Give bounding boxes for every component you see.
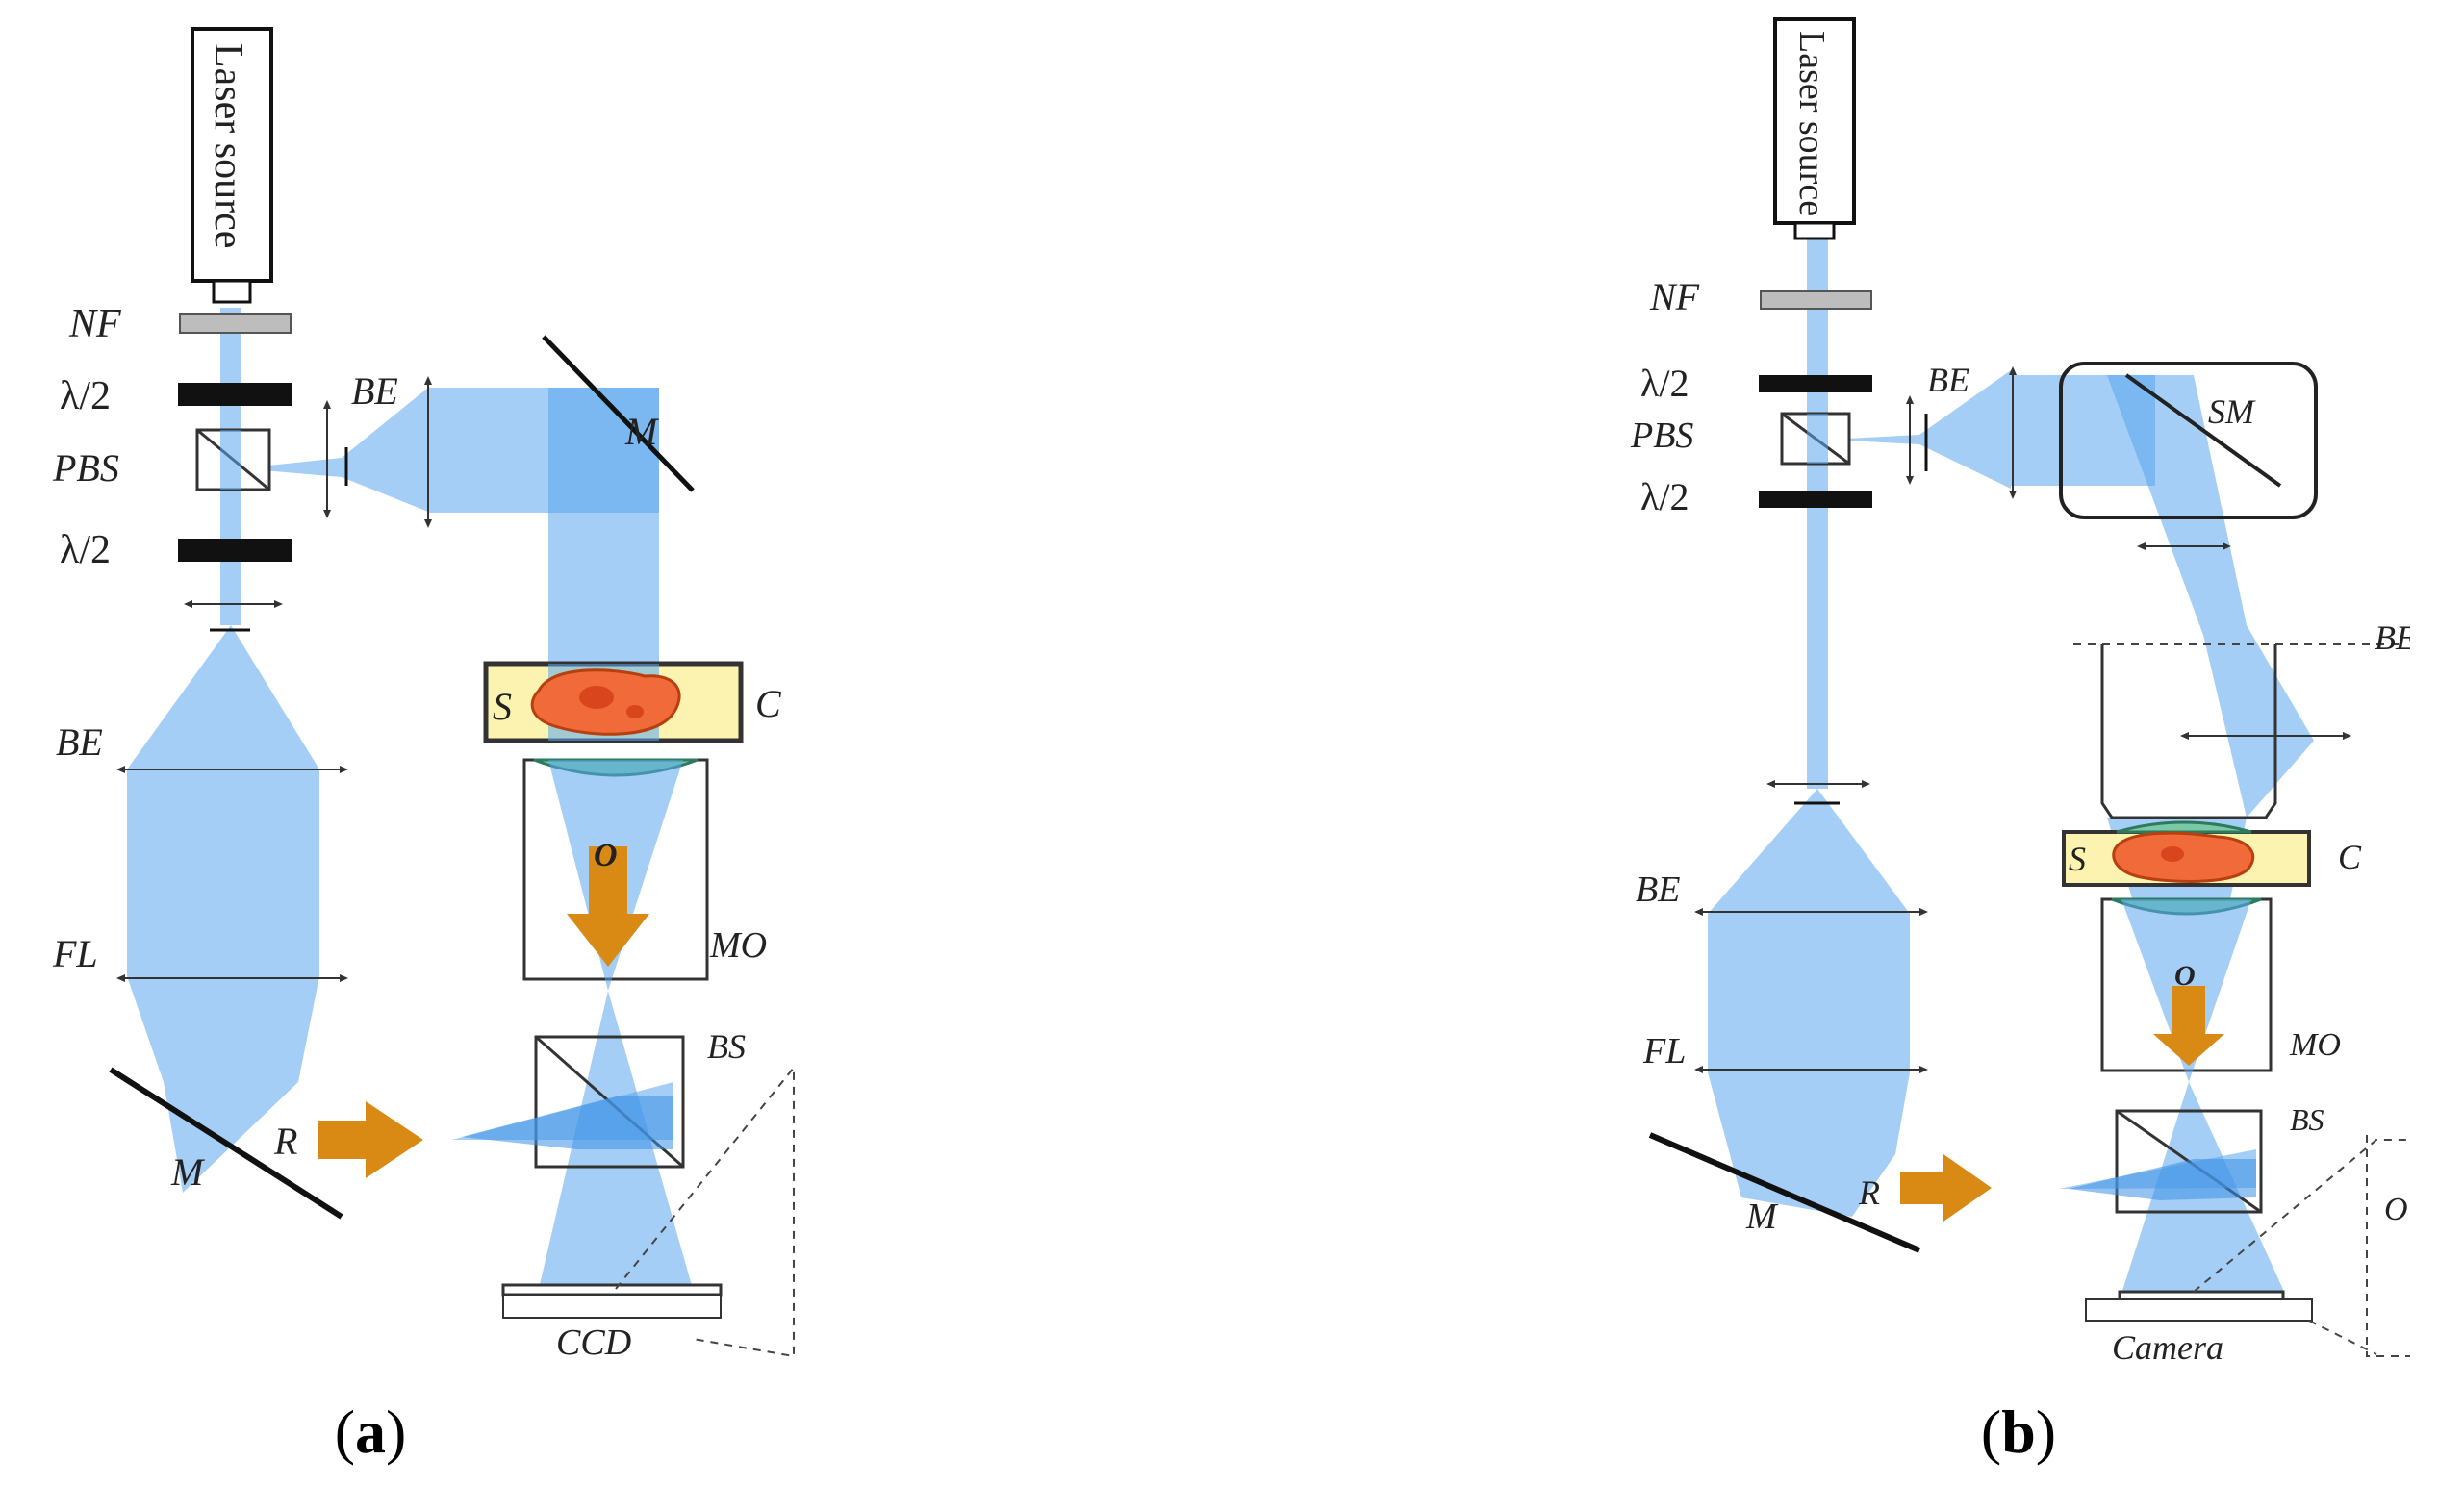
object-beam-arrow-a <box>567 846 649 967</box>
nf-filter-a <box>179 313 292 334</box>
laser-source-a <box>191 27 273 283</box>
beam-splitter-a <box>534 1035 685 1169</box>
laser-source-label-b: Laser source <box>1791 31 1832 216</box>
half-wave-label-bottom-a: λ/2 <box>60 528 111 572</box>
reference-beam-label-a: R <box>273 1120 297 1163</box>
objective-label-b: MO <box>2289 1027 2341 1063</box>
camera-label-b: Camera <box>2112 1328 2223 1367</box>
chamber-label-a: C <box>755 682 782 725</box>
condenser-b <box>2100 644 2277 819</box>
panel-a: Laser source NF λ/2 PBS λ/2 BE M S C O M… <box>52 27 795 1466</box>
laser-source-label-a: Laser source <box>206 43 250 248</box>
nf-label-b: NF <box>1649 275 1700 318</box>
pbs-label-b: PBS <box>1630 416 1693 456</box>
scanning-mirror-box-b <box>2059 362 2318 519</box>
object-beam-label-b: O <box>2174 960 2196 992</box>
fl-label-b: FL <box>1642 1031 1686 1071</box>
be-left-label-a: BE <box>56 720 103 764</box>
half-wave-label-top-a: λ/2 <box>60 374 111 418</box>
beam-splitter-b <box>2115 1109 2263 1214</box>
fl-label-a: FL <box>52 932 98 975</box>
half-wave-plate-bottom-b <box>1759 491 1872 508</box>
nf-filter-b <box>1760 290 1872 310</box>
sample-label-a: S <box>493 685 512 728</box>
half-wave-plate-bottom-a <box>178 539 292 562</box>
mirror-bottom-label-a: M <box>170 1150 206 1194</box>
mirror-top-a <box>542 335 695 492</box>
be-top-label-a: BE <box>351 369 398 413</box>
half-wave-label-bottom-b: λ/2 <box>1640 475 1689 518</box>
camera-sensor-b <box>2118 1290 2285 1301</box>
reference-beam-label-b: R <box>1858 1173 1880 1212</box>
reference-beam-arrow-a <box>318 1101 423 1178</box>
bs-label-a: BS <box>707 1027 746 1066</box>
laser-source-b <box>1773 17 1856 225</box>
scanning-mirror-label-b: SM <box>2208 392 2256 431</box>
scanning-mirror-b <box>2124 373 2282 488</box>
mirror-bottom-label-b: M <box>1745 1197 1779 1237</box>
half-wave-plate-top-a <box>178 383 292 406</box>
pbs-label-a: PBS <box>52 446 119 490</box>
ccd-label-a: CCD <box>556 1323 631 1363</box>
mirror-bottom-a <box>109 1067 343 1220</box>
sample-cell-b <box>2112 831 2255 883</box>
chamber-label-b: C <box>2338 838 2362 876</box>
mirror-top-label-a: M <box>624 410 660 453</box>
be-top-label-b: BE <box>1927 361 1969 399</box>
sample-label-b: S <box>2069 840 2086 878</box>
mirror-bottom-b <box>1648 1132 1921 1253</box>
ccd-sensor-a <box>501 1283 723 1297</box>
panel-caption-b: (b) <box>1981 1398 2056 1466</box>
object-beam-arrow-b <box>2153 986 2224 1066</box>
half-wave-label-top-b: λ/2 <box>1640 362 1689 405</box>
reference-beam-arrow-b <box>1900 1154 1992 1222</box>
inset-label-b: O <box>2384 1192 2408 1227</box>
laser-beam-b <box>1708 226 2314 1217</box>
inset-b <box>2193 1139 2410 1293</box>
objective-label-a: MO <box>709 925 767 966</box>
bs-label-b: BS <box>2290 1102 2324 1137</box>
be-left-label-b: BE <box>1636 870 1680 910</box>
panel-caption-a: (a) <box>335 1398 407 1466</box>
inset-a <box>615 1065 795 1358</box>
nf-label-a: NF <box>68 302 121 346</box>
half-wave-plate-top-b <box>1759 375 1872 392</box>
panel-b: Laser source NF λ/2 PBS λ/2 BE SM BE S C… <box>1630 17 2417 1367</box>
object-beam-label-a: O <box>594 838 618 873</box>
be-right-label-b: BE <box>2375 618 2417 657</box>
